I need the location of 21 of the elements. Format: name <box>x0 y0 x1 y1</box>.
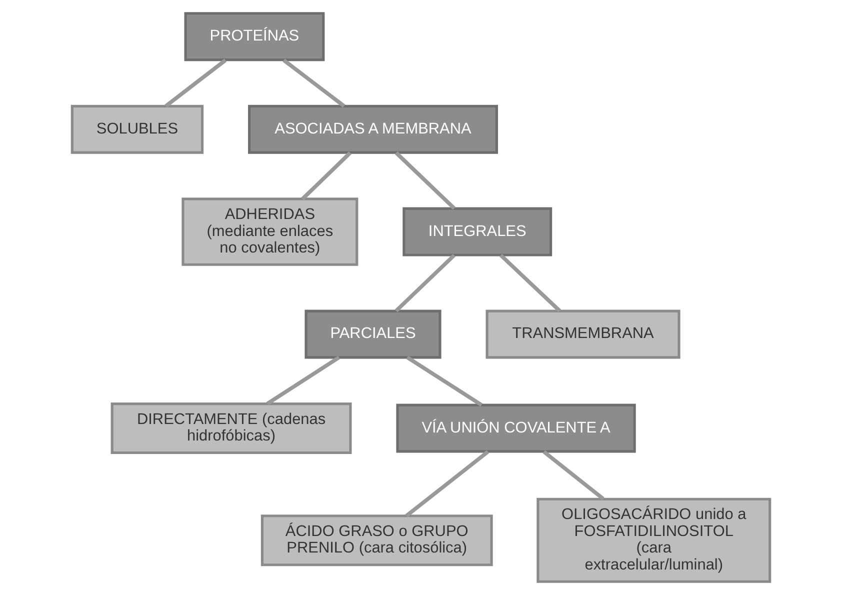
node-box: VÍA UNIÓN COVALENTE A <box>396 404 636 453</box>
node-box: ADHERIDAS (mediante enlaces no covalentes) <box>182 198 358 266</box>
node-box: INTEGRALES <box>402 207 552 256</box>
connector <box>405 450 490 518</box>
connector <box>394 151 456 210</box>
node-box: DIRECTAMENTE (cadenas hidrofóbicas) <box>110 402 352 454</box>
connector <box>406 356 483 407</box>
connector <box>282 58 346 108</box>
connector <box>301 151 352 200</box>
node-box: TRANSMEMBRANA <box>486 310 680 359</box>
connector <box>500 254 561 312</box>
node-box: ÁCIDO GRASO o GRUPO PRENILO (cara citosólica) <box>260 514 493 566</box>
node-box: OLIGOSACÁRIDO unido a FOSFATIDILINOSITOL (cara extracelular/luminal) <box>536 498 772 583</box>
connector <box>164 58 227 108</box>
node-box: PARCIALES <box>304 310 442 359</box>
connector <box>266 356 340 406</box>
node-box: SOLUBLES <box>70 104 204 154</box>
node-box: ASOCIADAS A MEMBRANA <box>248 104 498 154</box>
connector <box>394 254 456 312</box>
node-box: PROTEÍNAS <box>184 12 325 62</box>
connector <box>542 450 604 500</box>
